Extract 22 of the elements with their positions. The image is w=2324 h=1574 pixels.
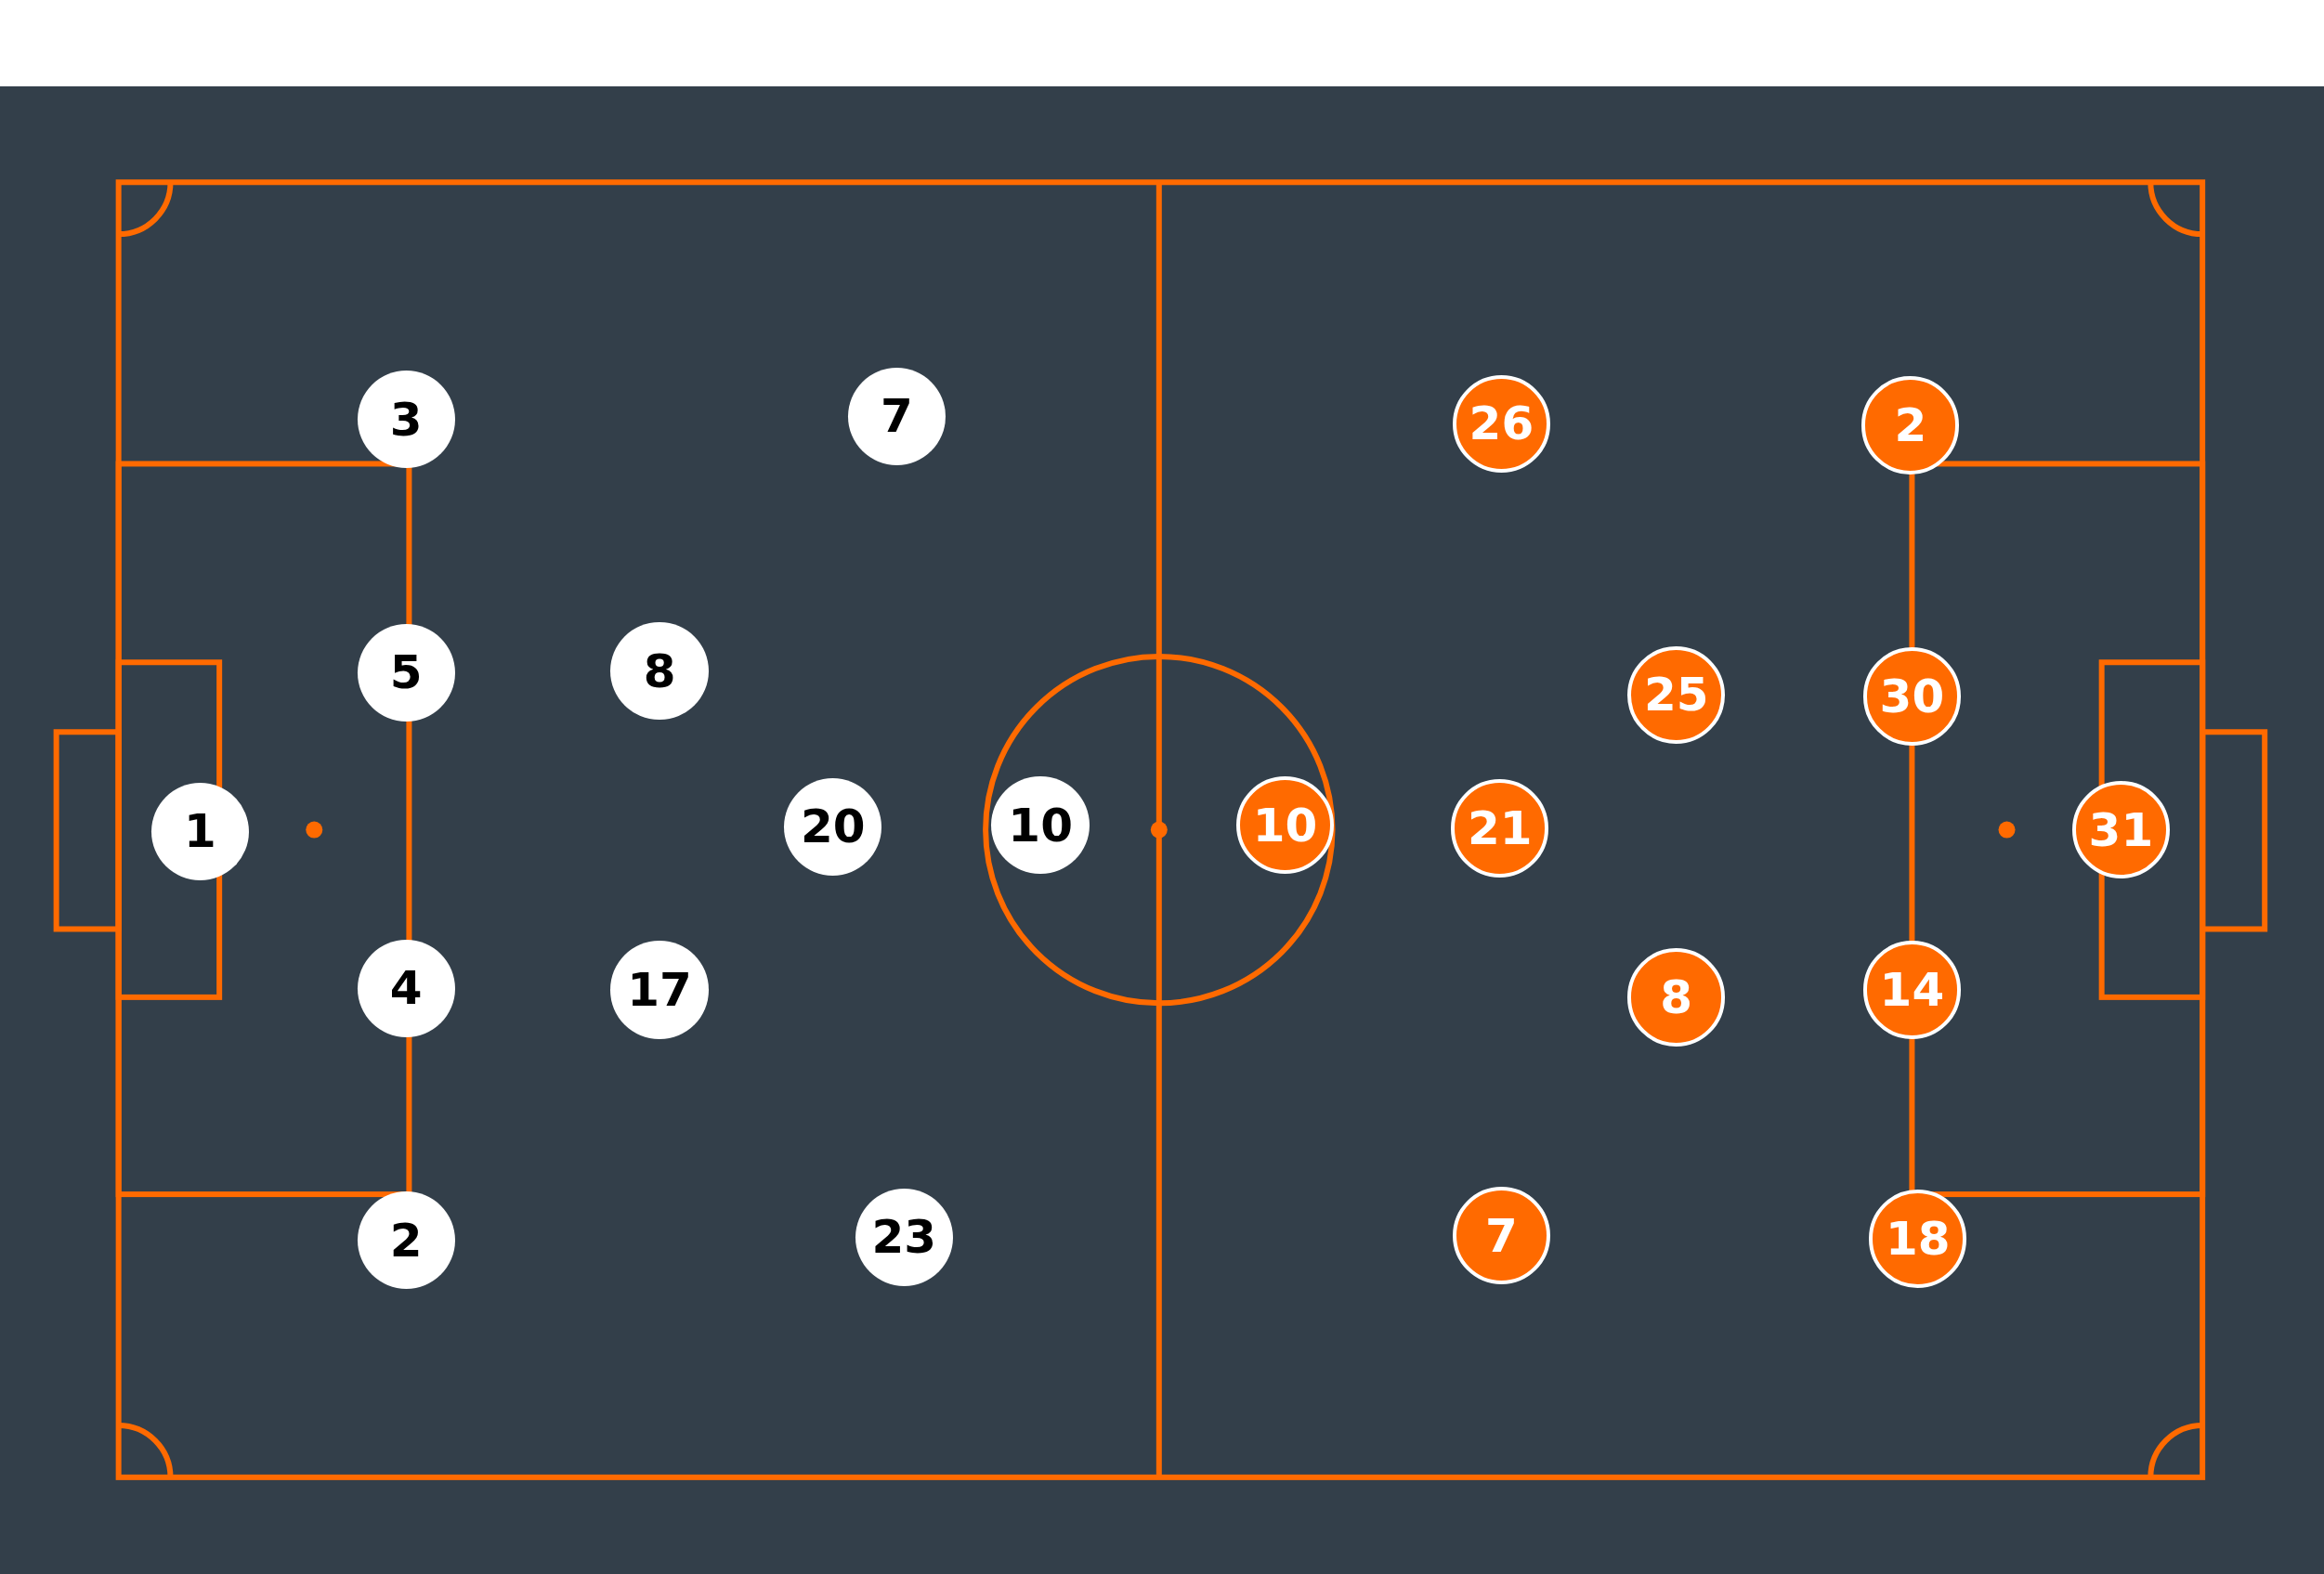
shirt-number: 25 — [1643, 671, 1709, 719]
shirt-number: 17 — [627, 966, 692, 1013]
shirt-number: 30 — [1879, 672, 1945, 720]
shirt-number: 23 — [871, 1214, 937, 1261]
shirt-number: 10 — [1008, 801, 1073, 849]
shirt-number: 2 — [1894, 401, 1927, 449]
shirt-number: 8 — [1660, 973, 1693, 1021]
shirt-number: 26 — [1469, 400, 1534, 448]
shirt-number: 4 — [389, 965, 423, 1012]
shirt-number: 8 — [643, 647, 676, 695]
shirt-number: 7 — [1485, 1212, 1518, 1259]
shirt-number: 20 — [800, 803, 866, 851]
shirt-number: 2 — [389, 1216, 423, 1264]
shirt-number: 18 — [1886, 1215, 1951, 1262]
shirt-number: 31 — [2088, 806, 2154, 853]
shirt-number: 3 — [389, 396, 423, 443]
shirt-number: 1 — [184, 808, 216, 855]
shirt-number: 14 — [1879, 966, 1945, 1013]
shirt-number: 21 — [1468, 804, 1533, 852]
shirt-number: 5 — [389, 649, 423, 696]
shirt-number: 10 — [1252, 801, 1318, 849]
shirt-number: 7 — [880, 393, 913, 440]
